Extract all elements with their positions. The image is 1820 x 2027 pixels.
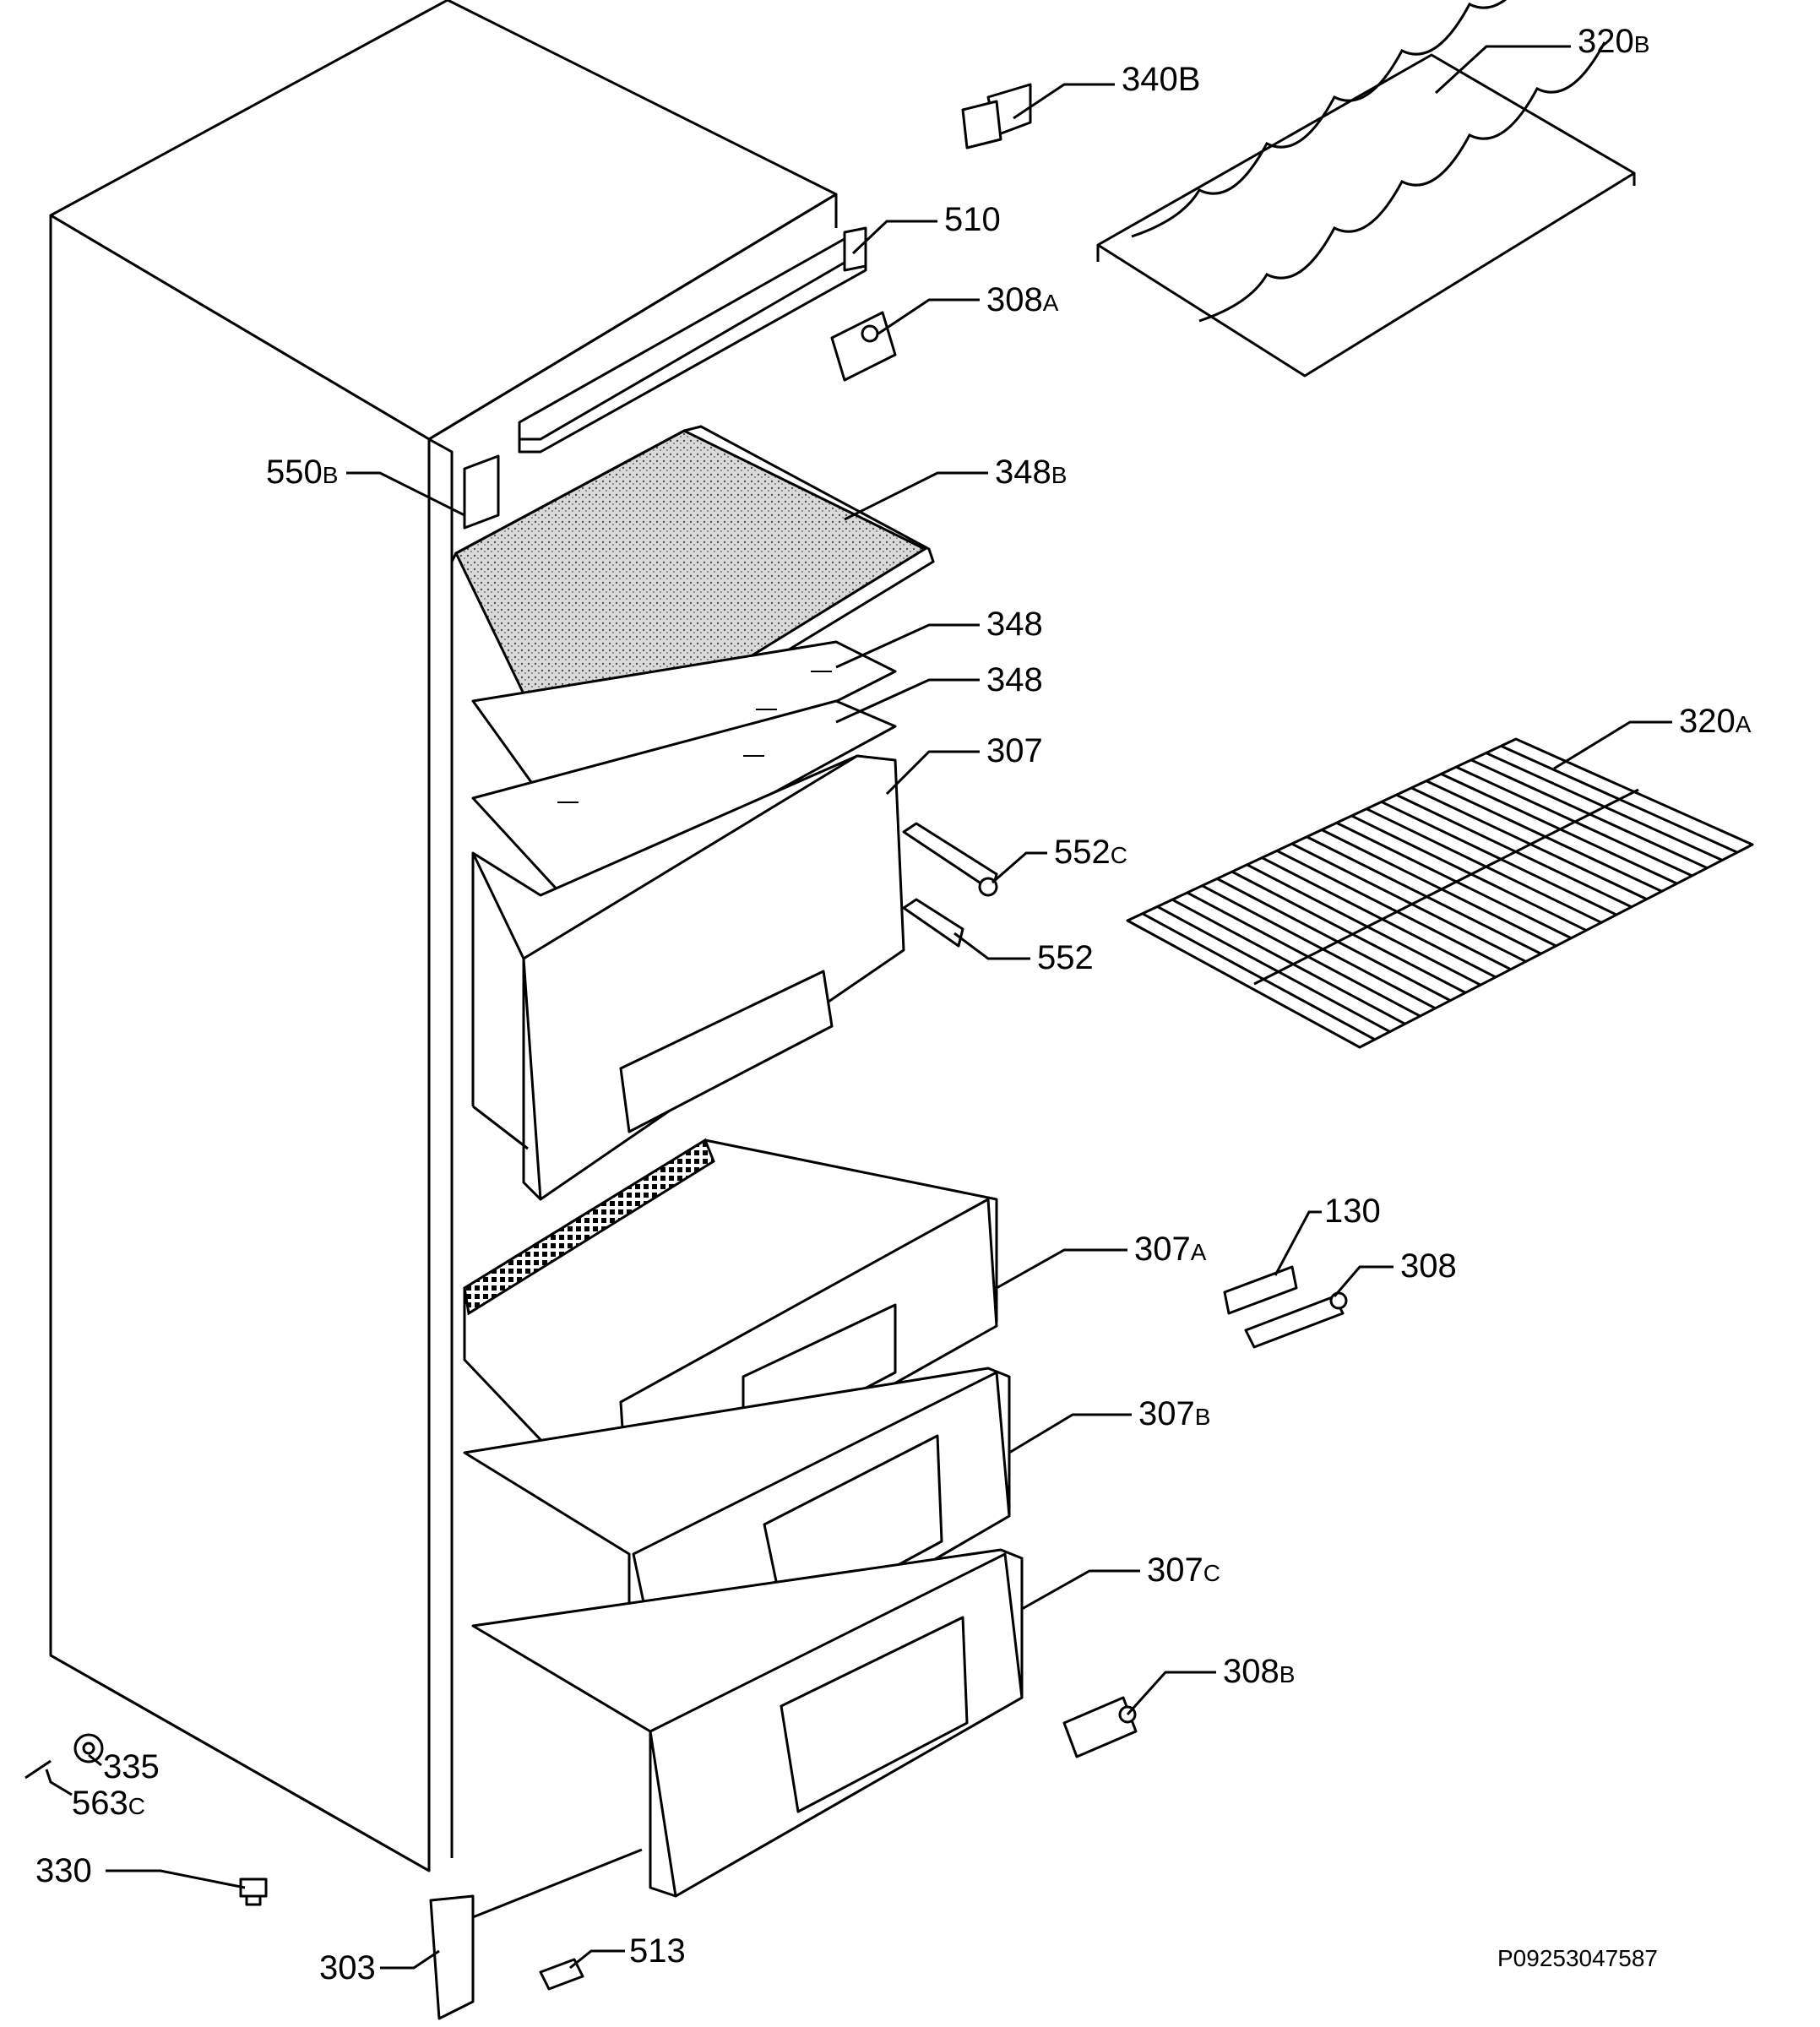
rail-552c	[902, 822, 998, 897]
label-307c: 307C	[1147, 1551, 1220, 1589]
wire-rod	[1395, 793, 1633, 909]
wire-rod	[1290, 842, 1527, 963]
wire-rod	[1261, 856, 1497, 979]
filter-550b	[463, 454, 500, 530]
label-348-2: 348	[986, 661, 1043, 698]
label-307b: 307B	[1138, 1395, 1210, 1432]
wire-rod	[1381, 801, 1617, 916]
label-308: 308	[1400, 1247, 1457, 1285]
wire-rod	[1321, 829, 1557, 948]
hinge-plate-130	[1223, 1265, 1298, 1315]
label-340b: 340B	[1122, 61, 1200, 98]
label-552c: 552C	[1054, 834, 1127, 871]
label-308a: 308A	[986, 281, 1059, 318]
hinge-308b	[1062, 1696, 1138, 1758]
bottle-rack-320b	[1096, 0, 1636, 378]
spacer-335	[73, 1733, 104, 1763]
label-308b: 308B	[1223, 1653, 1295, 1690]
glass-plate-348-2	[471, 699, 897, 905]
part-labels: 320B 340B 510 308A 550B 348B 348 348 307…	[35, 23, 1752, 1986]
label-348b: 348B	[995, 454, 1067, 491]
wire-rod	[1306, 835, 1542, 955]
foot-330	[239, 1878, 268, 1906]
label-552: 552	[1037, 939, 1094, 976]
label-307a: 307A	[1134, 1231, 1207, 1268]
label-303: 303	[319, 1949, 376, 1986]
label-320a: 320A	[1679, 703, 1752, 740]
wire-rod	[1350, 814, 1587, 932]
wire-rod	[1201, 884, 1437, 1010]
leader-lines	[45, 45, 1672, 1970]
hinge-308a	[830, 311, 897, 382]
label-330: 330	[35, 1852, 92, 1889]
wire-rod	[1156, 905, 1391, 1033]
cabinet	[49, 0, 838, 1872]
plinth-303	[429, 1848, 643, 2020]
wire-rod	[1141, 912, 1376, 1041]
drawer-307c	[471, 1548, 1024, 1898]
freezer-flap-307	[471, 754, 905, 1201]
label-130: 130	[1324, 1193, 1381, 1230]
wire-rod	[1216, 878, 1452, 1002]
hinge-340b	[961, 83, 1032, 149]
label-550b: 550B	[266, 454, 338, 491]
wire-rod	[1187, 891, 1421, 1018]
wire-rod	[1276, 849, 1512, 971]
label-320b: 320B	[1578, 23, 1649, 60]
label-307: 307	[986, 732, 1043, 769]
label-510: 510	[944, 201, 1001, 238]
wire-rod	[1171, 898, 1406, 1025]
rail-552	[902, 898, 964, 948]
wire-rod	[1246, 863, 1481, 986]
wire-rod	[1336, 821, 1573, 940]
label-348-1: 348	[986, 606, 1043, 643]
label-335: 335	[103, 1748, 160, 1785]
label-563c: 563C	[72, 1785, 145, 1822]
wire-shelf-320a	[1126, 737, 1754, 1049]
wire-rod	[1410, 786, 1648, 900]
wire-rod	[1366, 807, 1602, 924]
pin-563c	[24, 1759, 52, 1780]
top-frame-handle	[518, 226, 867, 454]
hinge-308	[1244, 1291, 1348, 1349]
drawing-code: P09253047587	[1497, 1945, 1658, 1971]
label-513: 513	[629, 1932, 686, 1970]
wire-rod	[1231, 870, 1466, 994]
